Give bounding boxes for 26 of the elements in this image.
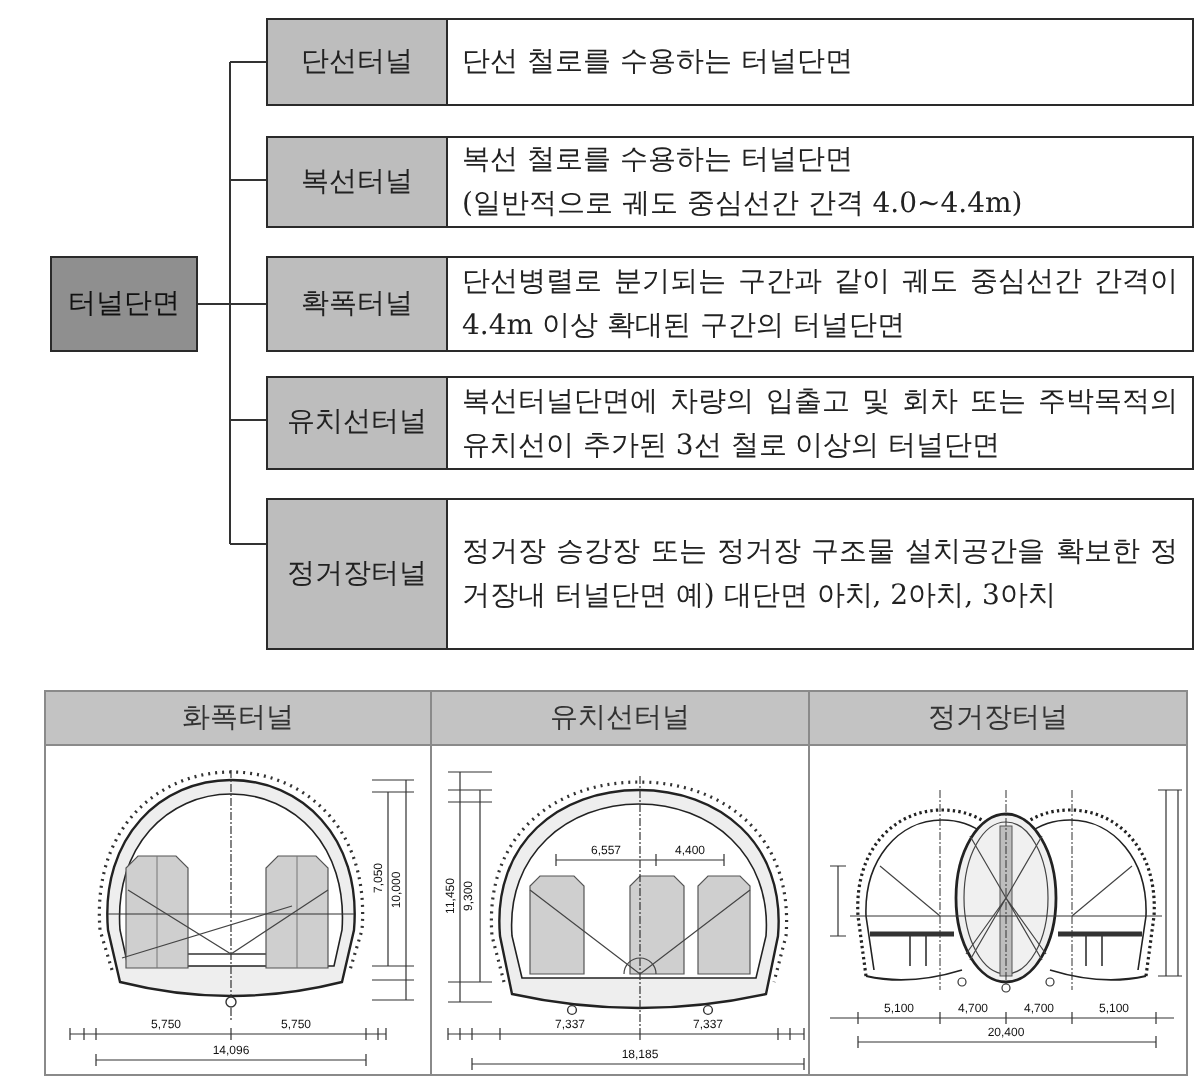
description-text: (일반적으로 궤도 중심선간 간격 4.0~4.4m) xyxy=(462,186,1025,224)
root-category-box: 터널단면 xyxy=(50,256,198,352)
tunnel-type-row xyxy=(266,18,1194,106)
connector-line xyxy=(229,543,267,545)
category-label: 복선터널 xyxy=(268,138,448,226)
connector-line xyxy=(197,61,231,545)
description-text: 단선병렬로 분기되는 구간과 같이 궤도 중심선간 간격이 4.4m 이상 확대된 구간의 터널단면 xyxy=(462,264,1178,346)
column-header: 화폭터널 xyxy=(46,692,430,746)
tunnel-type-row xyxy=(266,498,1194,650)
category-label: 유치선터널 xyxy=(268,378,448,468)
connector-line xyxy=(229,419,267,421)
category-label: 정거장터널 xyxy=(268,500,448,648)
description-text: 복선 철로를 수용하는 터널단면 xyxy=(462,142,855,180)
category-label: 단선터널 xyxy=(268,20,448,104)
connector-line xyxy=(229,179,267,181)
tunnel-type-row xyxy=(266,376,1194,470)
tunnel-type-row xyxy=(266,256,1194,352)
column-header: 정거장터널 xyxy=(810,692,1186,746)
description-text: 정거장 승강장 또는 정거장 구조물 설치공간을 확보한 정거장내 터널단면 예) 대단면 아치, 2아치, 3아치 xyxy=(462,534,1178,616)
connector-line xyxy=(229,61,267,63)
column-header: 유치선터널 xyxy=(432,692,808,746)
tunnel-type-row xyxy=(266,136,1194,228)
connector-line xyxy=(229,303,267,305)
description-text: 복선터널단면에 차량의 입출고 및 회차 또는 주박목적의 유치선이 추가된 3선 철로 이상의 터널단면 xyxy=(462,383,1178,465)
description-text: 단선 철로를 수용하는 터널단면 xyxy=(462,44,855,82)
category-label: 확폭터널 xyxy=(268,258,448,350)
